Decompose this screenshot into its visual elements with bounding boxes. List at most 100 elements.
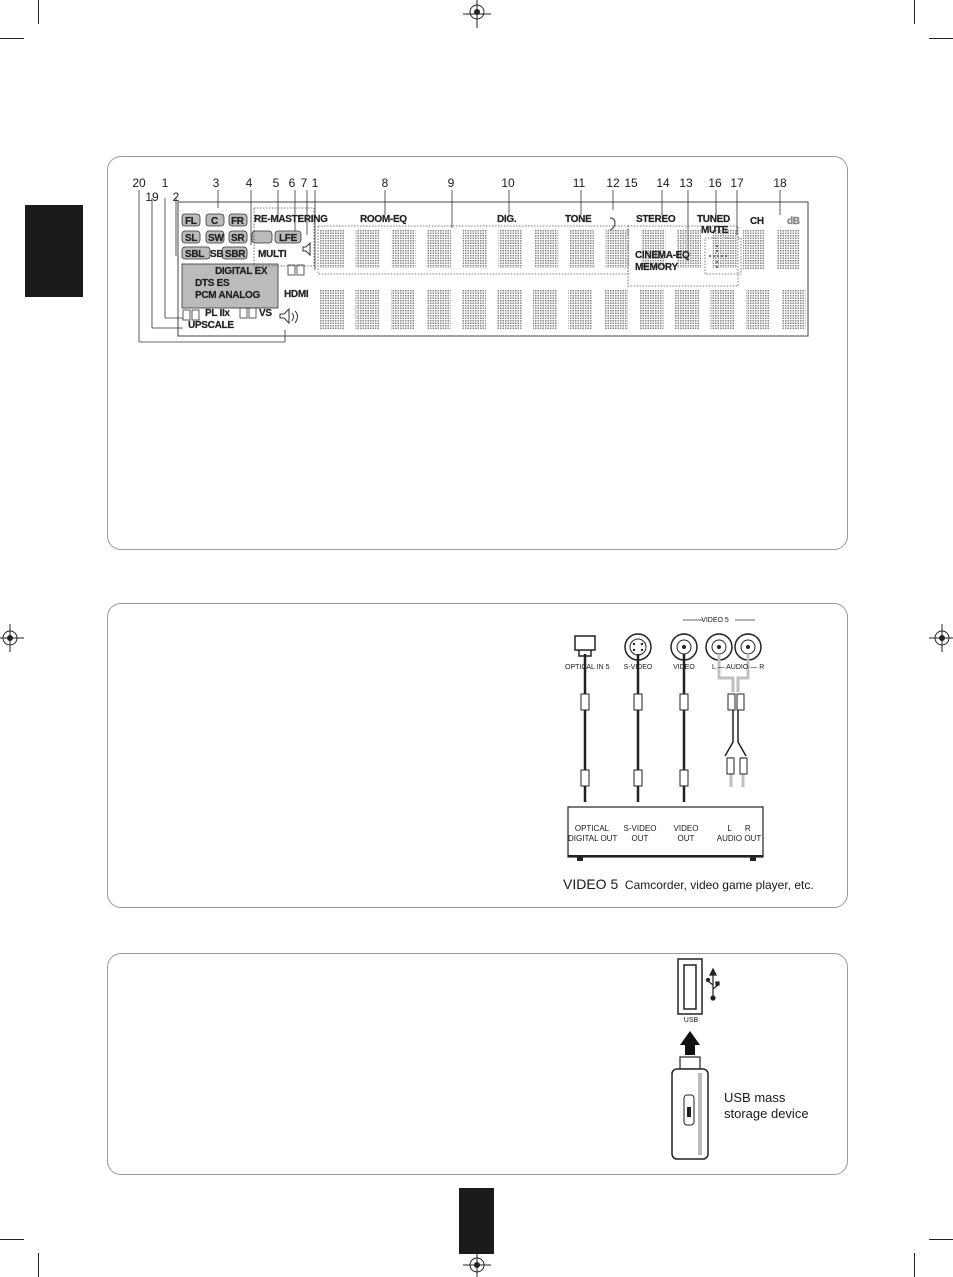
pcm-analog-indicator: PCM ANALOG — [195, 290, 260, 301]
matrix-cell — [777, 230, 799, 270]
callout-number: 10 — [501, 176, 515, 190]
ch-fl: FL — [185, 216, 197, 227]
stereo-indicator: STEREO — [636, 214, 676, 225]
matrix-cell — [391, 290, 415, 330]
matrix-cell — [462, 290, 486, 330]
usb-diagram — [671, 958, 720, 1160]
video5-group-label: VIDEO 5 — [701, 617, 729, 624]
ch-sr: SR — [231, 233, 245, 244]
usb-port-label: USB — [683, 1017, 699, 1024]
ch-c: C — [211, 216, 218, 227]
callout-number: 4 — [245, 176, 253, 190]
matrix-cell — [710, 290, 735, 330]
matrix-cell — [320, 230, 344, 268]
callout-number: 5 — [272, 176, 280, 190]
usb-device-label-line1: USB mass — [724, 1090, 786, 1105]
video5-caption-text: Camcorder, video game player, etc. — [624, 878, 814, 892]
matrix-cell — [391, 230, 416, 268]
matrix-cell — [569, 230, 594, 268]
callout-number: 6 — [288, 176, 296, 190]
cinema-eq-indicator: CINEMA-EQ — [635, 250, 690, 261]
video5-caption: VIDEO 5 Camcorder, video game player, et… — [563, 876, 814, 892]
matrix-cell — [568, 290, 593, 330]
device-jack-audio: L R AUDIO OUT — [716, 824, 762, 843]
jack-label-audio: L — AUDIO — R — [712, 664, 765, 671]
tone-indicator: TONE — [565, 214, 592, 225]
vs-indicator: VS — [259, 308, 272, 319]
multi-indicator: MULTI — [258, 249, 287, 260]
matrix-cell — [605, 230, 630, 268]
matrix-cell — [355, 230, 380, 268]
video5-caption-bold: VIDEO 5 — [563, 876, 619, 892]
callout-number: 9 — [447, 176, 455, 190]
matrix-cell — [641, 230, 666, 268]
matrix-cell — [534, 230, 559, 268]
matrix-cell — [743, 230, 765, 270]
matrix-cell — [498, 230, 523, 268]
callout-number: 12 — [606, 176, 620, 190]
registration-mark-icon — [0, 624, 24, 652]
plii-indicator: PL IIx — [205, 308, 230, 319]
registration-mark-icon — [463, 0, 491, 28]
matrix-cell — [604, 290, 628, 330]
language-tab — [25, 205, 83, 297]
matrix-cell — [355, 290, 380, 330]
crop-mark — [929, 38, 953, 39]
jack-label-svideo: S-VIDEO — [623, 664, 653, 671]
crop-mark — [38, 0, 39, 24]
display-diagram — [138, 190, 809, 343]
remaster-indicator: RE-MASTERING — [254, 214, 328, 225]
callout-number: 19 — [145, 190, 159, 204]
matrix-cell — [533, 290, 557, 330]
video5-wiring-diagram — [567, 619, 764, 861]
matrix-cell — [426, 290, 451, 330]
crop-mark — [38, 1253, 39, 1277]
crop-mark — [929, 1239, 953, 1240]
device-jack-optical: OPTICAL DIGITAL OUT — [568, 824, 618, 843]
ch-indicator: CH — [750, 216, 764, 227]
room-eq-indicator: ROOM-EQ — [360, 214, 407, 225]
tuned-indicator: TUNED — [697, 214, 730, 225]
ch-sl: SL — [185, 233, 198, 244]
callout-number: 16 — [708, 176, 722, 190]
usb-connection-section — [107, 953, 848, 1175]
matrix-cell — [462, 230, 487, 268]
callout-number: 17 — [730, 176, 744, 190]
crop-mark — [0, 1239, 24, 1240]
registration-mark-icon — [929, 624, 953, 652]
device-jack-video: VIDEO OUT — [673, 824, 699, 843]
matrix-cell — [781, 290, 806, 330]
ch-sw: SW — [208, 233, 224, 244]
jack-label-video: VIDEO — [673, 664, 695, 671]
matrix-cell — [675, 290, 699, 330]
callout-number: 3 — [212, 176, 220, 190]
usb-device-label: USB mass storage device — [724, 1090, 809, 1122]
callout-number: 15 — [624, 176, 638, 190]
device-jack-svideo: S-VIDEO OUT — [623, 824, 657, 843]
matrix-cell — [677, 230, 701, 268]
matrix-cell — [427, 230, 452, 268]
mute-indicator: MUTE — [701, 225, 729, 236]
ch-fr: FR — [231, 216, 244, 227]
callout-number: 8 — [381, 176, 389, 190]
dts-es-indicator: DTS ES — [195, 278, 230, 289]
registration-mark-icon — [463, 1251, 491, 1277]
usb-device-label-line2: storage device — [724, 1106, 809, 1121]
upscale-indicator: UPSCALE — [188, 320, 234, 331]
crop-mark — [914, 1253, 915, 1277]
callout-number: 2 — [172, 190, 180, 204]
callout-number: 7 — [300, 176, 308, 190]
crop-mark — [914, 0, 915, 24]
db-indicator: dB — [787, 216, 800, 227]
hdmi-indicator: HDMI — [284, 289, 309, 300]
callout-number: 11 — [572, 176, 586, 190]
dig-indicator: DIG. — [497, 214, 517, 225]
matrix-cell — [746, 290, 770, 330]
callout-number: 13 — [679, 176, 693, 190]
digital-ex-indicator: DIGITAL EX — [215, 266, 268, 277]
crop-mark — [0, 38, 24, 39]
callout-number: 1 — [311, 176, 319, 190]
ch-sb: SB — [210, 249, 224, 260]
memory-indicator: MEMORY — [635, 262, 678, 273]
matrix-cell — [639, 290, 664, 330]
